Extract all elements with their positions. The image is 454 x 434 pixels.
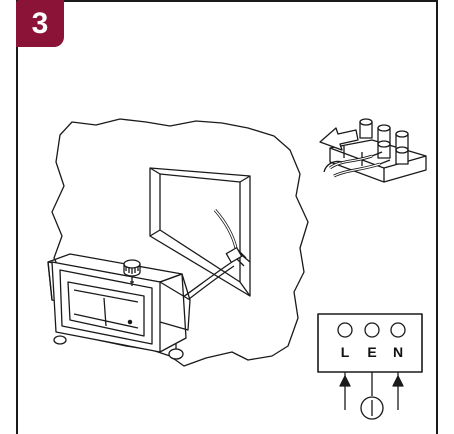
neutral-conductor-arrow	[392, 372, 404, 410]
len-terminal-box	[317, 313, 423, 373]
luminaire-body	[47, 253, 191, 360]
terminal-label-l: L	[340, 344, 350, 360]
cable-gland	[123, 259, 141, 286]
step-number-badge: 3	[16, 0, 64, 47]
ground-symbol-icon	[360, 372, 384, 420]
terminal-label-e: E	[367, 344, 377, 360]
push-arrow-icon	[319, 127, 359, 151]
live-conductor-arrow	[339, 372, 351, 410]
terminal-label-n: N	[392, 344, 404, 360]
wall-box	[149, 167, 251, 297]
wire-strip-icon	[323, 151, 391, 178]
